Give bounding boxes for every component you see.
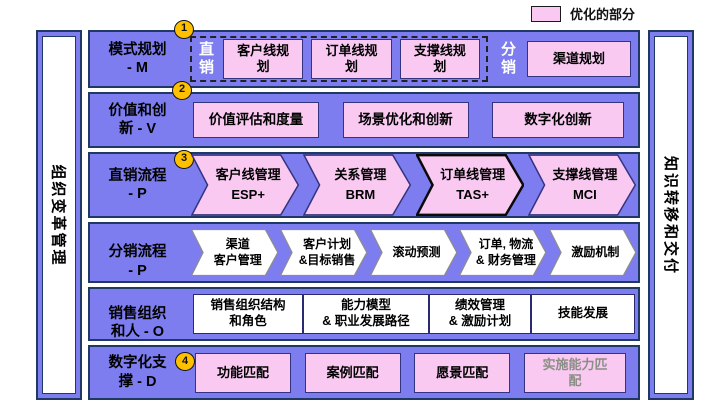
- row-label-text: 销售组织 和人 - O: [108, 305, 167, 341]
- row-value-innovation: 价值和创 新 - V 2 价值评估和度量 场景优化和创新 数字化创新: [88, 80, 640, 148]
- chevron-arrow-icon: [191, 154, 300, 216]
- chevron-order-line-management: 订单线管理 TAS+: [415, 154, 524, 216]
- right-sidebar-label: 知识转移和交付: [661, 155, 679, 275]
- row-digital-support-label: 数字化支 撑 - D 4: [90, 336, 195, 409]
- scenario-optimization-box: 场景优化和创新: [342, 102, 469, 138]
- chevron-title: 关系管理: [334, 166, 387, 182]
- chevron-arrow-icon: [303, 154, 412, 216]
- chevron-text: 渠道 客户管理: [213, 236, 262, 267]
- row-distribution-process: 分销流程 - P 渠道 客户管理 客户计划 &目标销售 滚动预测 订单, 物流 …: [88, 222, 640, 283]
- value-assessment-box: 价值评估和度量: [193, 102, 319, 138]
- row-sales-org-people: 销售组织 和人 - O 销售组织结构 和角色 能力模型 & 职业发展路径 绩效管…: [88, 287, 640, 341]
- row-label-text: 数字化支 撑 - D: [108, 355, 167, 390]
- row-label-text: 直销流程 - P: [108, 167, 167, 202]
- row-sales-org-people-content: 销售组织结构 和角色 能力模型 & 职业发展路径 绩效管理 & 激励计划 技能发…: [185, 289, 647, 339]
- direct-sales-label: 直销: [198, 41, 214, 76]
- vision-match-box: 愿景匹配: [414, 352, 511, 393]
- optimized-part-swatch: [531, 5, 561, 22]
- chevron-relationship-management: 关系管理 BRM: [303, 154, 412, 216]
- performance-incentive-box: 绩效管理 & 激励计划: [429, 294, 531, 334]
- row-distribution-process-label: 分销流程 - P: [90, 225, 185, 279]
- step-badge-4: 4: [175, 352, 195, 372]
- row-digital-support: 数字化支 撑 - D 4 功能匹配 案例匹配 愿景匹配 实施能力匹 配: [88, 345, 640, 400]
- chevron-support-line-management: 支撑线管理 MCI: [527, 154, 636, 216]
- left-sidebar-label: 组织变革管理: [49, 163, 67, 267]
- right-sidebar-knowledge-transfer: 知识转移和交付: [648, 30, 694, 400]
- chevron-code: TAS+: [456, 187, 489, 202]
- order-line-planning-box: 订单线规 划: [311, 39, 392, 79]
- chevron-code: ESP+: [231, 187, 265, 202]
- distribution-label: 分销: [500, 41, 516, 76]
- chevron-arrow-icon: [548, 229, 637, 276]
- chevron-order-logistics-finance: 订单, 物流 & 财务管理: [459, 229, 547, 276]
- chevron-title: 客户线管理: [215, 166, 281, 182]
- chevron-customer-plan-target-sales: 客户计划 &目标销售: [280, 229, 368, 276]
- row-direct-sales-process-label: 直销流程 - P 3: [90, 149, 194, 222]
- left-sidebar-inner: 组织变革管理: [42, 36, 76, 394]
- chevron-channel-customer-management: 渠道 客户管理: [191, 229, 279, 276]
- chevron-text: 关系管理 BRM: [303, 154, 411, 216]
- chevron-arrow-icon: [280, 229, 368, 276]
- chevron-title: 支撑线管理: [552, 166, 618, 182]
- customer-line-planning-box: 客户线规 划: [223, 39, 304, 79]
- row-value-innovation-label: 价值和创 新 - V 2: [90, 80, 192, 157]
- row-mode-planning-content: 直销 客户线规 划 订单线规 划 支撑线规 划 分销 渠道规划: [185, 32, 638, 86]
- org-structure-roles-box: 销售组织结构 和角色: [193, 294, 303, 334]
- row-label-text: 模式规划 - M: [108, 41, 167, 76]
- chevron-text: 客户计划 &目标销售: [298, 236, 356, 267]
- step-badge-1: 1: [174, 19, 194, 39]
- case-match-box: 案例匹配: [304, 352, 401, 393]
- row-mode-planning: 模式规划 - M 1 直销 客户线规 划 订单线规 划 支撑线规 划 分销 渠道…: [88, 19, 640, 88]
- right-sidebar-inner: 知识转移和交付: [654, 36, 688, 394]
- support-line-planning-box: 支撑线规 划: [399, 39, 480, 79]
- chevron-text: 订单, 物流 & 财务管理: [475, 236, 536, 267]
- step-badge-2: 2: [172, 80, 192, 100]
- direct-sales-group: 直销 客户线规 划 订单线规 划 支撑线规 划: [190, 36, 488, 82]
- chevron-code: MCI: [572, 187, 597, 202]
- row-distribution-process-content: 渠道 客户管理 客户计划 &目标销售 滚动预测 订单, 物流 & 财务管理 激励…: [185, 224, 638, 281]
- row-direct-sales-process-content: 客户线管理 ESP+ 关系管理 BRM 订单线管理 TAS+ 支撑线管理 MCI: [185, 154, 638, 216]
- chevron-arrow-icon: [527, 154, 636, 216]
- chevron-text: 激励机制: [571, 244, 620, 259]
- capability-model-box: 能力模型 & 职业发展路径: [303, 294, 429, 334]
- chevron-title: 订单线管理: [440, 166, 506, 182]
- chevron-arrow-icon: [459, 229, 547, 276]
- chevron-text: 支撑线管理 MCI: [528, 154, 636, 216]
- skill-development-box: 技能发展: [531, 294, 635, 334]
- chevron-text: 订单线管理 TAS+: [416, 154, 524, 216]
- legend: 优化的部分: [531, 4, 635, 23]
- left-sidebar-change-management: 组织变革管理: [36, 30, 82, 400]
- digital-innovation-box: 数字化创新: [492, 102, 624, 138]
- row-direct-sales-process: 直销流程 - P 3 客户线管理 ESP+ 关系管理 BRM 订单线管理 TAS…: [88, 149, 640, 218]
- chevron-arrow-icon: [369, 229, 458, 276]
- row-mode-planning-label: 模式规划 - M 1: [90, 19, 194, 96]
- chevron-rolling-forecast: 滚动预测: [369, 229, 458, 276]
- row-sales-org-people-label: 销售组织 和人 - O: [90, 287, 185, 341]
- implementation-capability-match-box: 实施能力匹 配: [523, 352, 626, 393]
- chevron-code: BRM: [345, 187, 376, 202]
- chevron-arrow-icon: [415, 154, 524, 216]
- row-digital-support-content: 功能匹配 案例匹配 愿景匹配 实施能力匹 配: [185, 347, 638, 398]
- chevron-text: 滚动预测: [392, 244, 441, 259]
- legend-label: 优化的部分: [570, 7, 636, 22]
- chevron-arrow-icon: [191, 229, 279, 276]
- row-label-text: 价值和创 新 - V: [108, 102, 167, 137]
- chevron-text: 客户线管理 ESP+: [191, 154, 299, 216]
- row-label-text: 分销流程 - P: [108, 244, 167, 279]
- chevron-incentive-mechanism: 激励机制: [548, 229, 637, 276]
- chevron-customer-line-management: 客户线管理 ESP+: [191, 154, 300, 216]
- channel-planning-box: 渠道规划: [527, 41, 631, 77]
- row-value-innovation-content: 价值评估和度量 场景优化和创新 数字化创新: [185, 94, 638, 146]
- function-match-box: 功能匹配: [195, 352, 291, 393]
